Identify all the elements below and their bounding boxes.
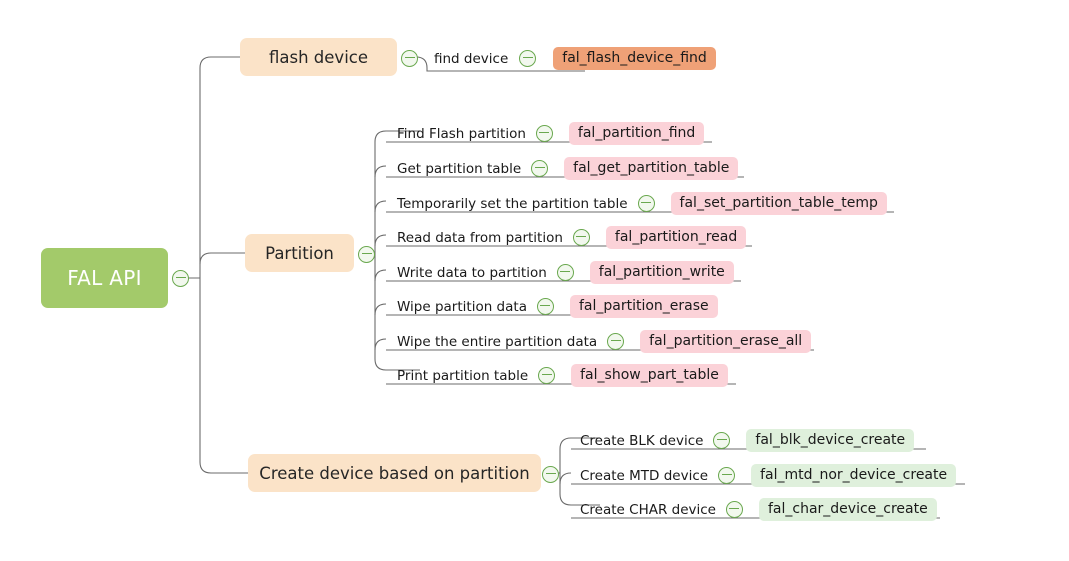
branch-node-flash-device[interactable]: flash device — [240, 38, 397, 76]
leaf-label: Write data to partition — [397, 264, 547, 281]
leaf-row[interactable]: Wipe the entire partition data fal_parti… — [397, 330, 812, 353]
api-pill[interactable]: fal_mtd_nor_device_create — [751, 464, 957, 487]
branch-label-partition: Partition — [265, 243, 334, 263]
leaf-row[interactable]: Get partition table fal_get_partition_ta… — [397, 157, 739, 180]
leaf-collapse-toggle-icon[interactable] — [725, 501, 743, 518]
root-label: FAL API — [67, 266, 142, 290]
api-pill[interactable]: fal_partition_write — [589, 261, 734, 284]
branch-collapse-toggle-icon-create-device[interactable] — [542, 466, 559, 483]
api-pill[interactable]: fal_flash_device_find — [553, 47, 716, 70]
leaf-label: Create CHAR device — [580, 501, 716, 518]
leaf-collapse-toggle-icon[interactable] — [572, 229, 590, 246]
root-node[interactable]: FAL API — [41, 248, 168, 308]
leaf-collapse-toggle-icon[interactable] — [536, 298, 554, 315]
leaf-collapse-toggle-icon[interactable] — [718, 467, 736, 484]
api-pill[interactable]: fal_blk_device_create — [746, 429, 915, 452]
leaf-label: Wipe partition data — [397, 298, 527, 315]
leaf-collapse-toggle-icon[interactable] — [607, 333, 625, 350]
api-pill[interactable]: fal_show_part_table — [571, 364, 728, 387]
leaf-row[interactable]: Temporarily set the partition table fal_… — [397, 192, 887, 215]
branch-collapse-toggle-icon-partition[interactable] — [358, 246, 375, 263]
leaf-collapse-toggle-icon[interactable] — [538, 367, 556, 384]
leaf-row[interactable]: Write data to partition fal_partition_wr… — [397, 261, 734, 284]
branch-node-create-device[interactable]: Create device based on partition — [248, 454, 541, 492]
leaf-row[interactable]: Find Flash partition fal_partition_find — [397, 122, 705, 145]
branch-label-create-device: Create device based on partition — [259, 463, 530, 483]
api-pill[interactable]: fal_get_partition_table — [564, 157, 739, 180]
branch-collapse-toggle-icon-flash-device[interactable] — [401, 50, 418, 67]
leaf-row[interactable]: Create MTD device fal_mtd_nor_device_cre… — [580, 464, 957, 487]
leaf-collapse-toggle-icon[interactable] — [535, 125, 553, 142]
leaf-label: Temporarily set the partition table — [397, 195, 628, 212]
leaf-row[interactable]: Create BLK device fal_blk_device_create — [580, 429, 915, 452]
root-collapse-toggle-icon[interactable] — [172, 270, 189, 287]
leaf-row[interactable]: Create CHAR device fal_char_device_creat… — [580, 498, 937, 521]
leaf-label: Print partition table — [397, 367, 529, 384]
leaf-label: Find Flash partition — [397, 125, 526, 142]
leaf-collapse-toggle-icon[interactable] — [556, 264, 574, 281]
leaf-collapse-toggle-icon[interactable] — [637, 195, 655, 212]
branch-node-partition[interactable]: Partition — [245, 234, 354, 272]
branch-label-flash-device: flash device — [269, 47, 368, 67]
api-pill[interactable]: fal_partition_find — [568, 122, 705, 145]
api-pill[interactable]: fal_set_partition_table_temp — [670, 192, 887, 215]
leaf-collapse-toggle-icon[interactable] — [713, 432, 731, 449]
leaf-row[interactable]: Wipe partition data fal_partition_erase — [397, 295, 718, 318]
leaf-label: Create MTD device — [580, 467, 709, 484]
leaf-label: Read data from partition — [397, 229, 563, 246]
api-pill[interactable]: fal_partition_read — [605, 226, 747, 249]
leaf-label: Wipe the entire partition data — [397, 333, 598, 350]
leaf-collapse-toggle-icon[interactable] — [531, 160, 549, 177]
api-pill[interactable]: fal_partition_erase_all — [640, 330, 812, 353]
leaf-row[interactable]: Read data from partition fal_partition_r… — [397, 226, 747, 249]
leaf-label: Create BLK device — [580, 432, 704, 449]
api-pill[interactable]: fal_partition_erase — [569, 295, 718, 318]
leaf-label: find device — [434, 50, 509, 67]
leaf-row[interactable]: find device fal_flash_device_find — [434, 47, 716, 70]
leaf-label: Get partition table — [397, 160, 522, 177]
api-pill[interactable]: fal_char_device_create — [758, 498, 937, 521]
leaf-row[interactable]: Print partition table fal_show_part_tabl… — [397, 364, 728, 387]
leaf-collapse-toggle-icon[interactable] — [519, 50, 537, 67]
